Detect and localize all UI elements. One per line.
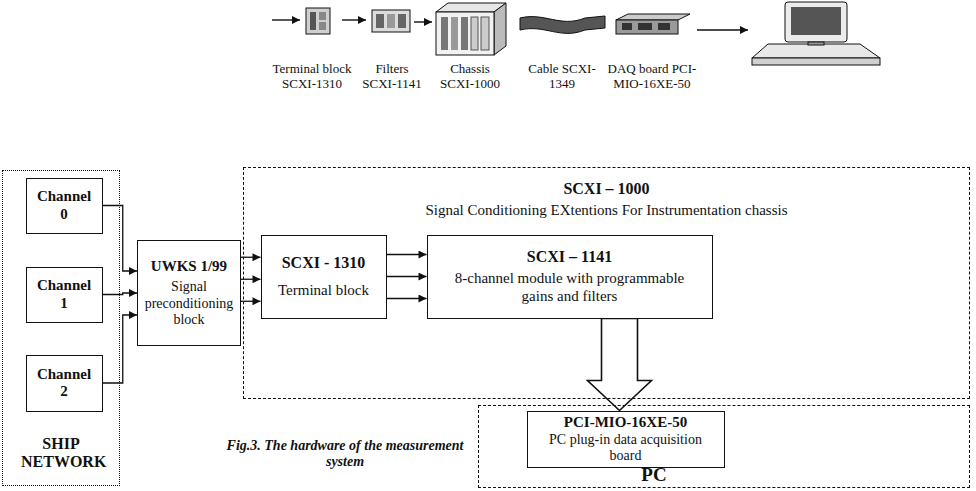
box-heading: SCXI – 1000 [244,180,969,198]
box-body: Terminal block [278,282,369,299]
box-heading: UWKS 1/99 [151,258,227,275]
part-label: Terminal block SCXI-1310 [266,62,358,92]
terminal-block-icon [306,8,330,34]
box-body: PC plug-in data acquisition board [541,432,711,464]
box-body: Signal Conditioning EXtentions For Instr… [244,202,969,219]
filter-module-icon [372,10,410,32]
connector-arrow [387,276,427,277]
box-heading: SHIP NETWORK [21,435,101,472]
box-heading: PCI-MIO-16XE-50 [564,414,687,431]
box-body: Signal preconditioning block [142,279,236,327]
process-box: SCXI - 1310Terminal block [261,235,387,319]
channel-box: Channel 0 [26,178,103,234]
cable-icon [520,16,605,33]
box-body: 8-channel module with programmable gains… [455,270,685,305]
daq-board-icon [616,14,690,34]
process-box: PCI-MIO-16XE-50PC plug-in data acquisiti… [527,411,725,468]
box-heading: SCXI – 1141 [527,248,612,266]
box-heading: Channel 2 [34,366,94,401]
box-heading: SCXI - 1310 [282,254,366,272]
network-region: SHIP NETWORK Channel 0 Channel 1 Channel 2 [2,170,120,486]
process-box: SCXI – 1141 8-channel module with program… [427,235,713,319]
connector-arrow [387,298,427,299]
part-label: Chassis SCXI-1000 [435,62,505,92]
channel-box: Channel 1 [26,267,103,323]
part-label: Filters SCXI-1141 [359,62,425,92]
chassis-icon [436,3,506,55]
part-label: DAQ board PCI-MIO-16XE-50 [596,62,708,92]
process-box: UWKS 1/99Signal preconditioning block [137,240,241,346]
part-label: Cable SCXI-1349 [527,62,597,92]
connector-arrow [387,254,427,255]
connector-arrow [588,319,652,411]
box-heading: Channel 1 [34,277,94,312]
chassis-region: SCXI – 1000Signal Conditioning EXtention… [243,167,970,399]
box-heading: Channel 0 [34,188,94,223]
pc-region: PCPCI-MIO-16XE-50PC plug-in data acquisi… [478,405,970,488]
figure-caption: Fig.3. The hardware of the measurement s… [215,438,475,470]
computer-icon [752,2,880,65]
channel-box: Channel 2 [26,355,103,412]
